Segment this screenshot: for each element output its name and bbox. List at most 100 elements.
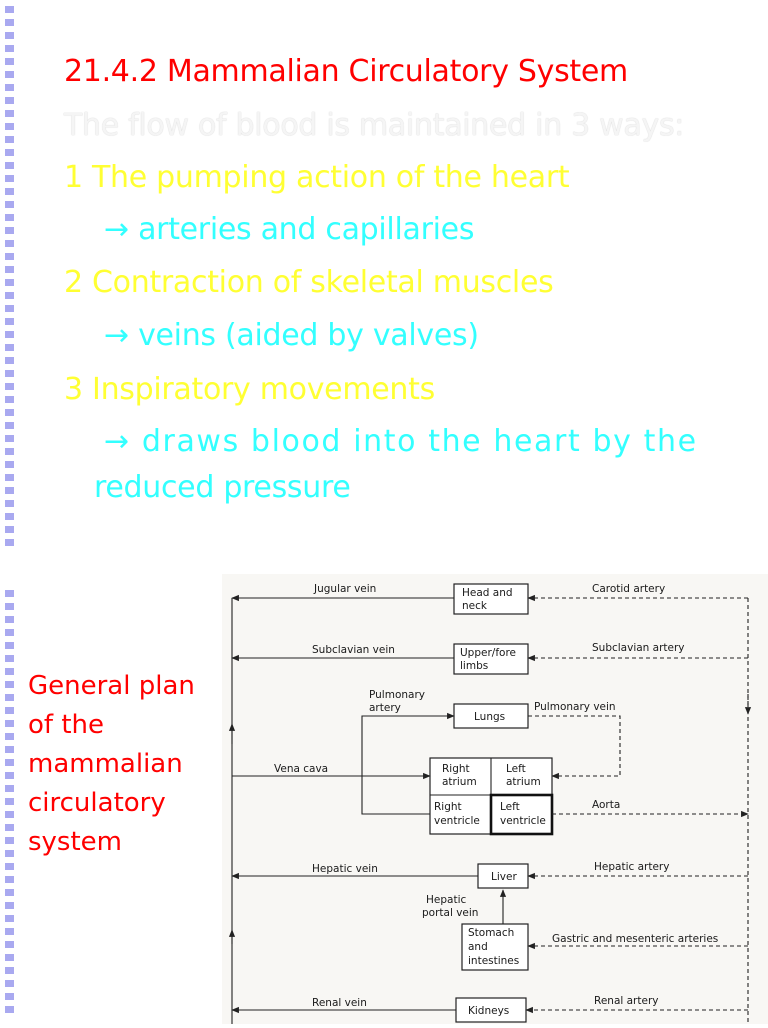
bullet-square [5,292,14,299]
bullet-square [5,487,14,494]
bullet-square [5,720,14,727]
point-2-sub: → veins (aided by valves) [104,318,479,353]
bullet-square [5,590,14,597]
bullet-square [5,383,14,390]
vessel-label: Hepatic artery [594,861,669,873]
organ-label: Head and [462,587,513,599]
organ-label: Upper/fore [460,647,516,659]
bullet-square [5,850,14,857]
kidneys-box [455,997,527,1023]
limbs-box [453,643,529,675]
bullet-square [5,331,14,338]
bullet-square [5,889,14,896]
vessel-label: Hepatic [426,894,466,906]
vessel-label: Aorta [592,799,620,811]
bullet-square [5,214,14,221]
slide-title: 21.4.2 Mammalian Circulatory System [64,54,628,89]
caption-line: General plan [28,671,195,701]
bullet-column-bottom [5,590,15,1013]
caption-line: circulatory [28,788,166,818]
liver-box [477,863,529,889]
bullet-square [5,915,14,922]
organ-label: Lungs [474,711,505,723]
bullet-square [5,266,14,273]
bullet-square [5,6,14,13]
vessel-label: Subclavian vein [312,644,395,656]
organ-label: and [468,941,488,953]
point-1-label: 1 The pumping action of the heart [64,160,570,195]
bullet-square [5,227,14,234]
chamber-label: atrium [442,776,477,788]
organ-label: Stomach [468,927,514,939]
organ-label: Liver [491,871,517,883]
bullet-square [5,902,14,909]
point-2-label: 2 Contraction of skeletal muscles [64,265,554,300]
bullet-square [5,967,14,974]
bullet-square [5,370,14,377]
bullet-square [5,344,14,351]
bullet-square [5,149,14,156]
bullet-square [5,876,14,883]
bullet-square [5,1006,14,1013]
bullet-square [5,539,14,546]
bullet-square [5,733,14,740]
bullet-square [5,863,14,870]
bullet-square [5,980,14,987]
bullet-square [5,785,14,792]
bullet-square [5,253,14,260]
chamber-label: ventricle [434,815,480,827]
bullet-square [5,396,14,403]
bullet-square [5,448,14,455]
pulmonary-vein-line [528,715,621,780]
bullet-square [5,461,14,468]
stomach-box [461,923,529,971]
vessel-label: Renal artery [594,995,659,1007]
pulmonary-artery-line [361,712,455,815]
chamber-label: ventricle [500,815,546,827]
bullet-square [5,97,14,104]
bullet-square [5,707,14,714]
organ-label: intestines [468,955,519,967]
bullet-column-top [5,6,15,546]
vessel-label: Renal vein [312,997,367,1009]
vessel-label: artery [369,702,401,714]
vessel-label: Pulmonary [369,689,425,701]
bullet-square [5,500,14,507]
organ-label: limbs [460,660,488,672]
bullet-square [5,694,14,701]
organ-label: Kidneys [468,1005,509,1017]
bullet-square [5,526,14,533]
vessel-label: Gastric and mesenteric arteries [552,933,718,945]
bullet-square [5,409,14,416]
chamber-label: Right [434,801,462,813]
bullet-square [5,71,14,78]
bullet-square [5,668,14,675]
bullet-square [5,798,14,805]
bullet-square [5,655,14,662]
circulatory-diagram: Head and neck Jugular vein Carotid arter… [222,574,768,1024]
bullet-square [5,305,14,312]
bullet-square [5,642,14,649]
vessel-label: Vena cava [274,763,328,775]
vessel-label: Carotid artery [592,583,665,595]
bullet-square [5,513,14,520]
diagram-caption: General plan of the mammalian circulator… [28,667,218,862]
bullet-square [5,84,14,91]
vessel-label: Jugular vein [313,583,376,595]
bullet-square [5,435,14,442]
organ-label: neck [462,600,488,612]
caption-line: mammalian [28,749,183,779]
bullet-square [5,188,14,195]
chamber-label: atrium [506,776,541,788]
bullet-square [5,123,14,130]
vessel-label: Hepatic vein [312,863,378,875]
bullet-square [5,824,14,831]
chamber-label: Left [500,801,520,813]
point-3-label: 3 Inspiratory movements [64,372,435,407]
bullet-square [5,928,14,935]
slide-subtitle: The flow of blood is maintained in 3 way… [64,108,685,143]
bullet-square [5,474,14,481]
bullet-square [5,772,14,779]
chamber-label: Left [506,763,526,775]
bullet-square [5,837,14,844]
